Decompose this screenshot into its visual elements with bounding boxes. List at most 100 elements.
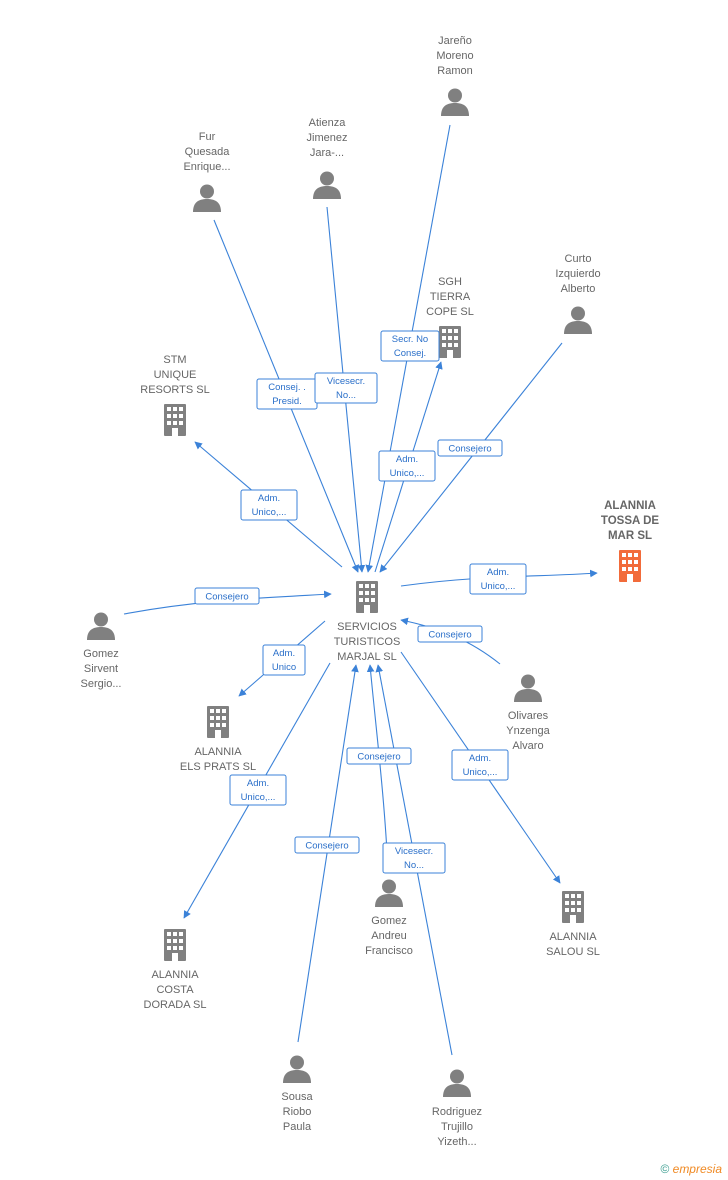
person-icon [443,1069,471,1097]
edge-curto-center [379,342,563,573]
edge-label-text: Vicesecr. [327,376,365,387]
edge-label-center-els_prats[interactable]: Adm.Unico [262,644,306,676]
node-label-line: Olivares [508,710,549,722]
edge-label-sousa-center[interactable]: Consejero [294,836,360,854]
edge-label-center-costa[interactable]: Adm. Unico,... [229,774,287,806]
edge-label-text: Adm. [247,778,269,789]
node-label-line: MAR SL [608,530,652,542]
node-label-line: RESORTS SL [140,384,210,396]
edge-label-curto-center[interactable]: Consejero [437,439,503,457]
node-label-line: Trujillo [441,1121,473,1133]
person-icon [193,184,221,212]
edge-label-center-salou[interactable]: Adm. Unico,... [451,749,509,781]
edge-label-rodriguez-center[interactable]: Vicesecr. No... [382,842,446,874]
edge-label-text: Adm. [469,753,491,764]
empresia-watermark[interactable]: © empresia [660,1162,722,1176]
building-icon [164,929,186,961]
node-label-line: ALANNIA [604,500,656,512]
edge-label-fur-center[interactable]: Consej. .Presid. [256,378,318,410]
edge-label-text: Adm. [487,567,509,578]
edge-label-box [417,625,483,643]
node-label-line: Riobo [283,1106,312,1118]
node-label-line: UNIQUE [154,369,197,381]
edge-label-center-sgh[interactable]: Adm.Unico,... [378,450,436,482]
node-label-line: TURISTICOS [334,636,401,648]
edge-label-box [346,747,412,765]
node-label-line: TOSSA DE [601,515,659,527]
edge-label-box [378,450,436,482]
node-label-line: Gomez [371,915,406,927]
edge-label-text: No... [404,860,424,871]
copyright-symbol: © [660,1162,670,1176]
edge-label-text: Consejero [357,752,400,763]
edge-label-text: Adm. [396,454,418,465]
edge-label-text: Adm. [273,648,295,659]
edge-label-text: Vicesecr. [395,846,433,857]
edge-label-box [194,587,260,605]
edge-label-gomez_s-center[interactable]: Consejero [194,587,260,605]
node-label-line: ELS PRATS SL [180,761,256,773]
edge-label-text: Consejero [448,444,491,455]
edge-label-center-stm[interactable]: Adm.Unico,... [240,489,298,521]
node-label-line: Jimenez [307,132,348,144]
node-label-line: Yizeth... [437,1136,476,1148]
person-icon [87,612,115,640]
node-fur[interactable]: FurQuesadaEnrique... [183,131,231,212]
node-label-line: COPE SL [426,306,474,318]
edge-label-box [469,563,527,595]
building-icon [207,706,229,738]
person-icon [313,171,341,199]
edge-labels-layer: Consej. .Presid. Vicesecr. No... Secr. No Co… [194,330,527,874]
node-rodriguez[interactable]: RodriguezTrujilloYizeth... [432,1069,482,1149]
edge-label-text: Unico,... [241,792,276,803]
edge-label-center-alannia_tossa[interactable]: Adm.Unico,... [469,563,527,595]
edge-label-box [380,330,440,362]
node-label-line: SERVICIOS [337,621,397,633]
node-atienza[interactable]: AtienzaJimenezJara-... [307,117,348,199]
edge-label-text: Consej. [394,348,426,359]
node-label-line: Atienza [309,117,347,129]
node-gomez_s[interactable]: GomezSirventSergio... [81,612,122,691]
building-icon [164,404,186,436]
building-icon [562,891,584,923]
building-icon [619,550,641,582]
edge-label-text: Adm. [258,493,280,504]
node-label-line: Quesada [185,146,231,158]
brand-name: mpresia [679,1162,722,1176]
brand-initial: e [672,1162,680,1176]
node-label-line: Jara-... [310,147,344,159]
edge-label-text: Secr. No [392,334,428,345]
edge-label-olivares-center[interactable]: Consejero [417,625,483,643]
edge-label-box [262,644,306,676]
node-label-line: Andreu [371,930,406,942]
node-alannia_tossa[interactable]: ALANNIA TOSSA DE MAR SL [601,500,659,582]
node-label-line: Alberto [561,283,596,295]
node-label-line: STM [163,354,186,366]
node-label-line: Sousa [281,1091,313,1103]
node-label-line: Ynzenga [506,725,550,737]
edge-gomez_a-center [366,664,389,873]
edge-label-text: Unico,... [463,767,498,778]
node-label-line: Paula [283,1121,312,1133]
node-label-line: Moreno [436,50,473,62]
node-label-line: Rodriguez [432,1106,482,1118]
edge-label-text: Presid. [272,396,302,407]
edge-label-atienza-center[interactable]: Vicesecr.No... [314,372,378,404]
edge-label-box [437,439,503,457]
node-stm[interactable]: STM UNIQUE RESORTS SL [140,354,210,436]
node-label-line: ALANNIA [151,969,199,981]
edge-label-text: Consejero [428,630,471,641]
edge-label-gomez_a-center[interactable]: Consejero [346,747,412,765]
node-label-line: Ramon [437,65,472,77]
edge-label-jareno-center[interactable]: Secr. No Consej. [380,330,440,362]
